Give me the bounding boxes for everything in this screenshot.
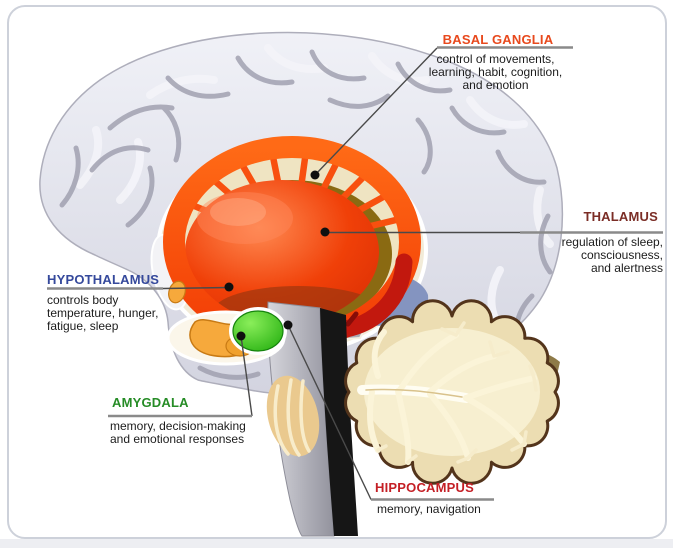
amygdala-title: AMYGDALA (112, 395, 189, 410)
thalamus-body (185, 180, 379, 324)
brainstem-posterior (320, 308, 358, 536)
marker-dot-basal-ganglia (310, 170, 320, 180)
marker-dot-hippocampus (283, 320, 293, 330)
leader-line-hypothalamus (162, 286, 230, 290)
marker-dots (224, 170, 330, 341)
thalamus-description: regulation of sleep, consciousness, and … (561, 235, 663, 275)
hippocampus-description: memory, navigation (377, 502, 481, 516)
marker-dot-thalamus (320, 227, 330, 237)
amygdala-body (229, 307, 287, 355)
brainstem (266, 301, 358, 537)
hypothalamus-title: HYPOTHALAMUS (47, 272, 160, 287)
arbor-vitae (357, 321, 538, 465)
basal-ganglia-description: control of movements, learning, habit, c… (428, 52, 563, 92)
hippocampus-title: HIPPOCAMPUS (375, 480, 474, 495)
bottom-strip (0, 539, 673, 548)
basal-ganglia-title: BASAL GANGLIA (442, 32, 554, 47)
gyri-highlights (76, 44, 554, 328)
hypothalamus-description: controls body temperature, hunger, fatig… (47, 293, 159, 333)
thalamus-title: THALAMUS (583, 209, 658, 224)
amygdala-description: memory, decision-making and emotional re… (110, 419, 246, 446)
leader-lines (47, 46, 663, 501)
leader-line-amygdala (240, 335, 253, 417)
cerebellum (344, 299, 560, 485)
pons (266, 375, 320, 457)
leader-line-basal-ganglia (314, 47, 438, 176)
marker-dot-hypothalamus (224, 282, 234, 292)
marker-dot-amygdala (236, 331, 246, 341)
leader-line-hippocampus (287, 324, 372, 500)
